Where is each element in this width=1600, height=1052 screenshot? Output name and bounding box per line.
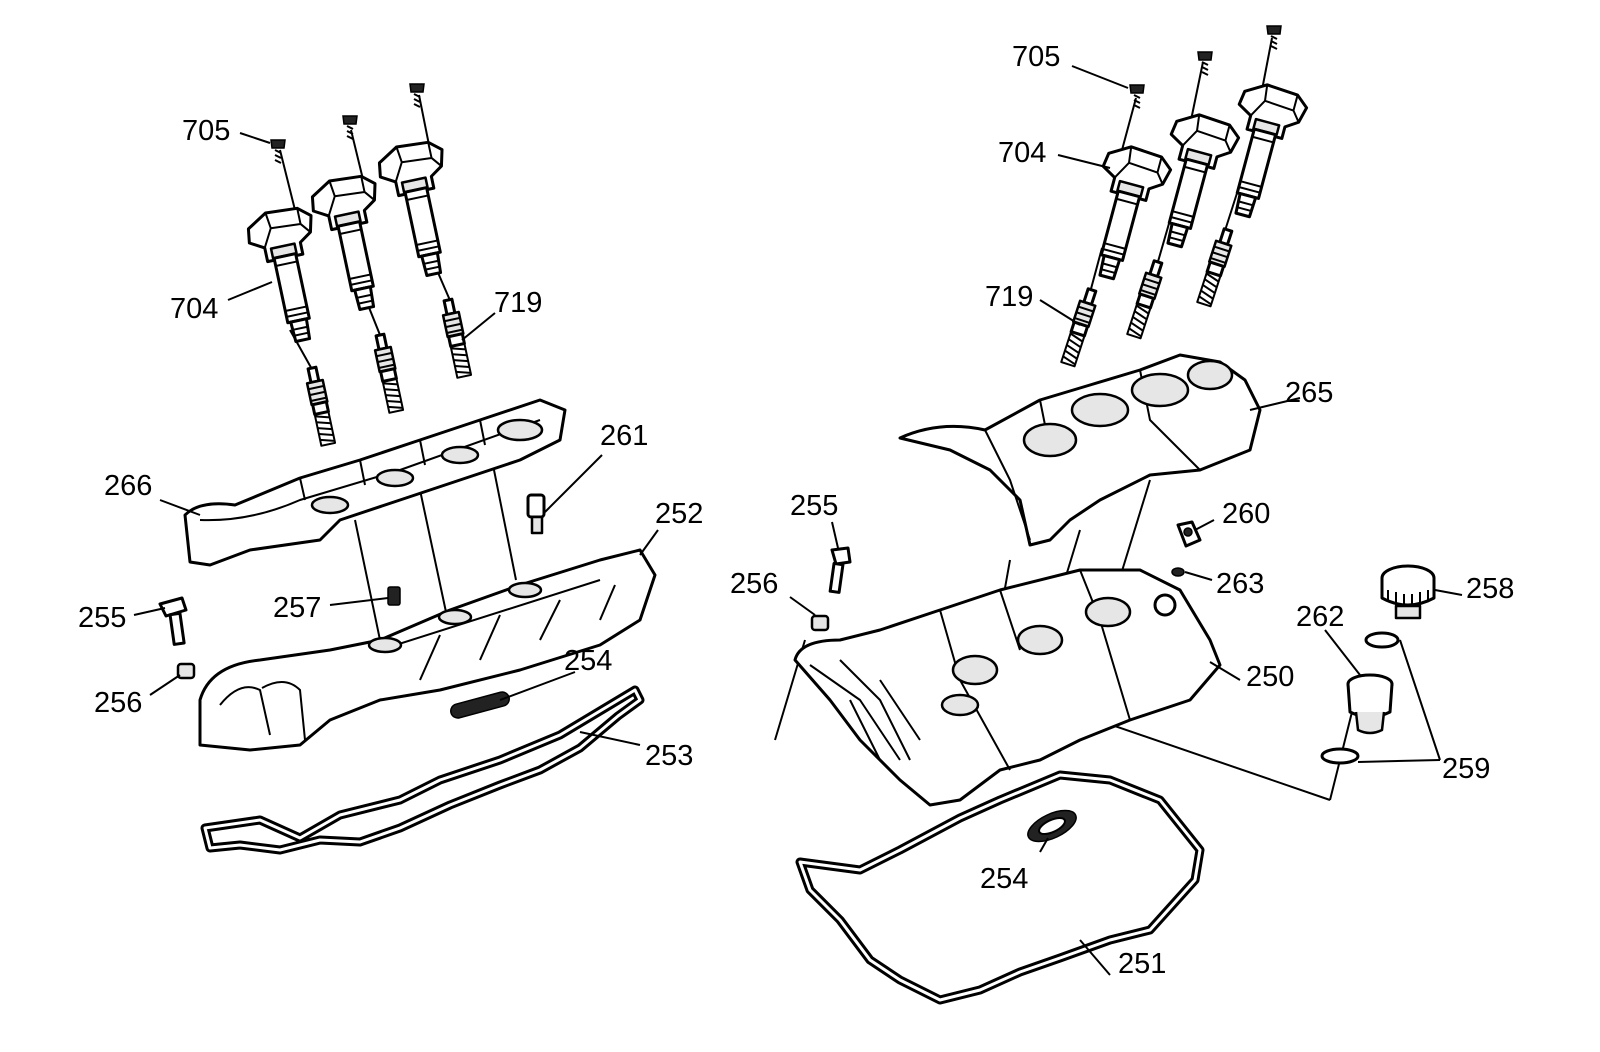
left-ignition-coils <box>242 136 469 349</box>
left-spark-plugs <box>302 296 474 448</box>
left-leader-lines <box>133 132 659 746</box>
label-253: 253 <box>645 740 693 772</box>
right-coil-cover <box>898 353 1262 547</box>
label-254-right: 254 <box>980 863 1028 895</box>
label-259: 259 <box>1442 753 1490 785</box>
label-256-left: 256 <box>94 687 142 719</box>
left-coil-cover <box>183 398 567 567</box>
label-251: 251 <box>1118 948 1166 980</box>
right-oil-seals <box>1320 631 1400 765</box>
right-sensor-260 <box>1176 520 1202 548</box>
label-265: 265 <box>1285 377 1333 409</box>
right-assembly: 705 704 719 265 255 260 256 263 258 262 … <box>730 25 1514 1005</box>
right-part-labels: 705 704 719 265 255 260 256 263 258 262 … <box>730 41 1514 980</box>
right-leader-lines <box>789 65 1463 976</box>
left-valve-cover <box>198 548 657 752</box>
left-part-labels: 705 704 719 266 261 252 255 257 254 256 … <box>78 115 703 772</box>
right-oring-263 <box>1171 567 1185 577</box>
label-705-left: 705 <box>182 115 230 147</box>
label-256-right: 256 <box>730 568 778 600</box>
label-258: 258 <box>1466 573 1514 605</box>
right-spark-plugs <box>1058 226 1238 369</box>
left-tube-seal <box>450 691 510 719</box>
left-sensor-261 <box>526 493 546 535</box>
left-assembly: 705 704 719 266 261 252 255 257 254 256 … <box>78 83 703 855</box>
label-704-left: 704 <box>170 293 218 325</box>
label-255-right: 255 <box>790 490 838 522</box>
label-260: 260 <box>1222 498 1270 530</box>
left-gasket <box>200 685 645 855</box>
label-252: 252 <box>655 498 703 530</box>
label-704-right: 704 <box>998 137 1046 169</box>
right-oil-cap <box>1380 564 1436 620</box>
label-266: 266 <box>104 470 152 502</box>
left-pcv-257 <box>387 586 401 606</box>
label-263: 263 <box>1216 568 1264 600</box>
right-tube-seal <box>1027 809 1077 843</box>
label-257: 257 <box>273 592 321 624</box>
right-oil-fill-tube <box>1346 673 1394 735</box>
right-gasket <box>795 770 1205 1005</box>
label-250: 250 <box>1246 661 1294 693</box>
right-stud-bolt <box>828 546 852 594</box>
right-grommet <box>810 614 830 632</box>
label-255-left: 255 <box>78 602 126 634</box>
label-254-left: 254 <box>564 645 612 677</box>
label-262: 262 <box>1296 601 1344 633</box>
left-stud-bolt <box>158 596 188 646</box>
label-719-left: 719 <box>494 287 542 319</box>
left-grommet <box>176 662 196 680</box>
right-valve-cover <box>793 568 1222 807</box>
label-705-right: 705 <box>1012 41 1060 73</box>
label-261: 261 <box>600 420 648 452</box>
label-719-right: 719 <box>985 281 1033 313</box>
